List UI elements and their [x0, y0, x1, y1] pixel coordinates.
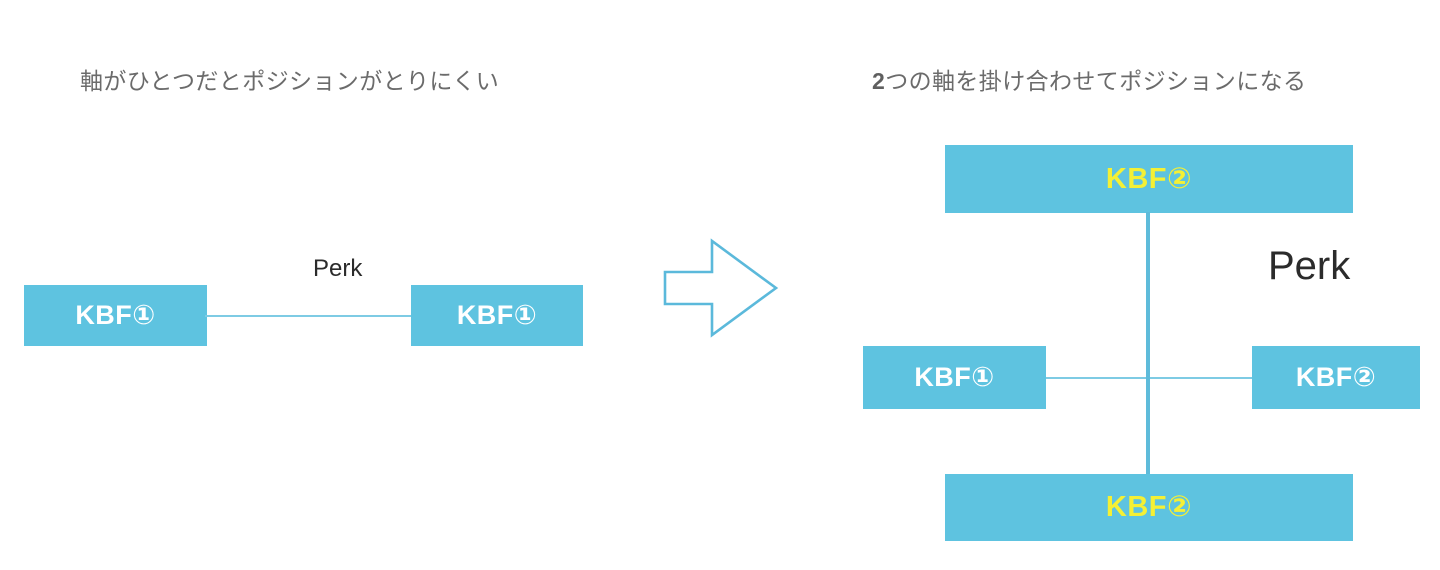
right-perk-label: Perk: [1268, 244, 1351, 288]
left-connector-line: [205, 315, 413, 317]
left-axis-box-a-label: KBF①: [75, 300, 156, 330]
right-top-box-label: KBF②: [1105, 162, 1193, 195]
right-panel-title-text: つの軸を掛け合わせてポジションになる: [885, 68, 1307, 94]
right-right-box[interactable]: KBF②: [1252, 346, 1420, 409]
right-right-box-label: KBF②: [1295, 362, 1377, 392]
left-panel-title: 軸がひとつだとポジションがとりにくい: [80, 62, 499, 96]
left-panel-title-text: 軸がひとつだとポジションがとりにくい: [80, 68, 500, 94]
arrow-right-outline-icon: [660, 236, 782, 340]
right-panel-title-lead: 2: [872, 68, 886, 94]
right-vertical-connector-line: [1146, 212, 1150, 475]
right-panel-title: 2つの軸を掛け合わせてポジションになる: [872, 62, 1306, 96]
right-bottom-box[interactable]: KBF②: [945, 474, 1353, 541]
left-axis-box-b-label: KBF①: [456, 300, 538, 330]
left-axis-box-b[interactable]: KBF①: [411, 285, 583, 346]
left-perk-label: Perk: [313, 255, 363, 282]
right-left-box[interactable]: KBF①: [863, 346, 1046, 409]
left-axis-box-a[interactable]: KBF①: [24, 285, 207, 346]
right-left-box-label: KBF①: [914, 362, 995, 392]
right-top-box[interactable]: KBF②: [945, 145, 1353, 213]
right-bottom-box-label: KBF②: [1105, 491, 1193, 523]
